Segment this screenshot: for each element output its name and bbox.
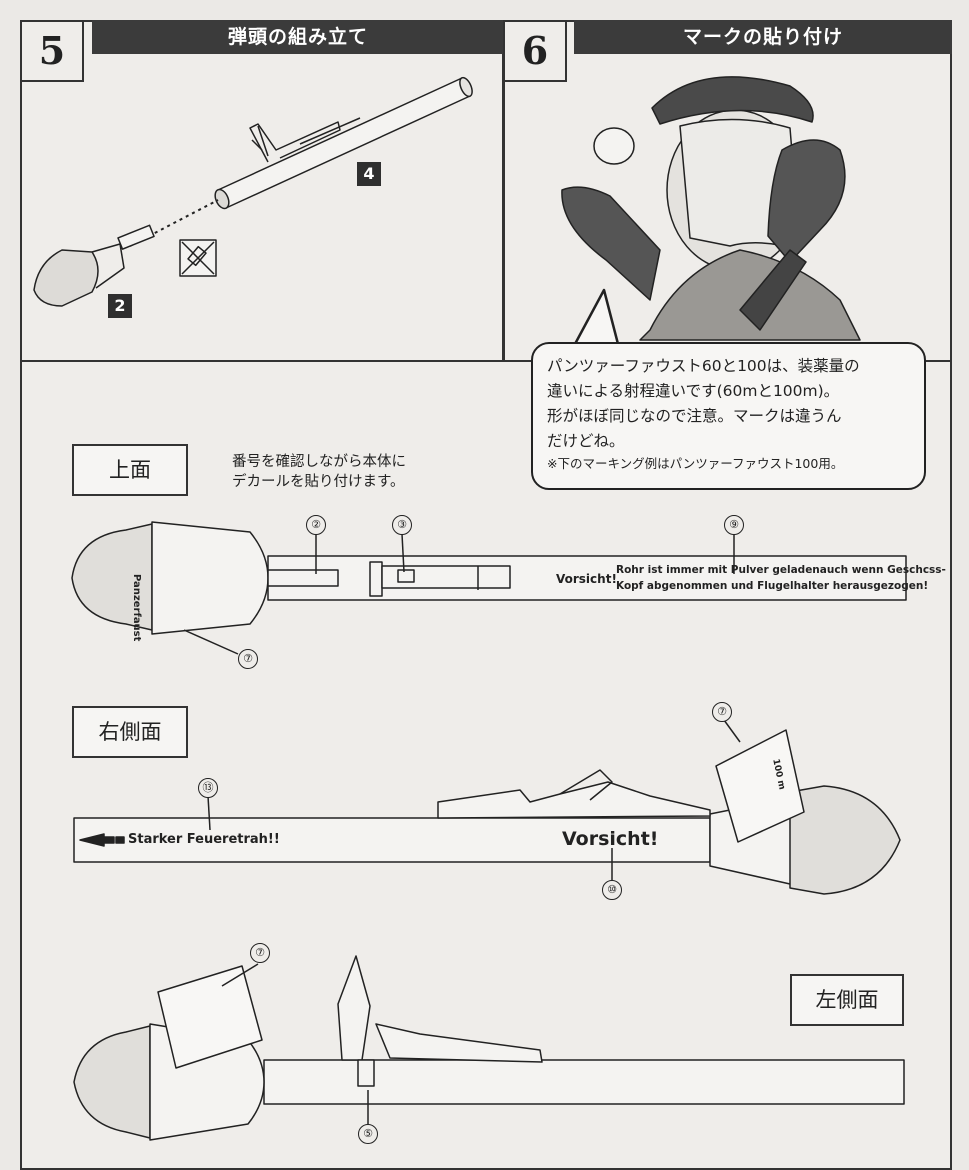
decal-marker-7-top: ⑦ <box>238 649 258 669</box>
step6-header: マークの貼り付け <box>574 20 952 54</box>
bubble-note: ※下のマーキング例はパンツァーファウスト100用。 <box>547 456 844 471</box>
step5-header: 弾頭の組み立て <box>92 20 504 54</box>
view-label-right: 右側面 <box>72 706 188 758</box>
top-view-drawing <box>71 521 907 655</box>
instruction-line-1: 番号を確認しながら本体に <box>232 454 406 470</box>
warning-line-2: Kopf abgenommen und Flugelhalter herausg… <box>616 580 929 592</box>
warning-line-1: Rohr ist immer mit Pulver geladenauch we… <box>616 564 946 576</box>
starker-text: Starker Feueretrah!! <box>128 832 280 847</box>
decal-marker-13: ⑬ <box>198 778 218 798</box>
panzerfaust-label: Panzerfaust <box>131 574 142 642</box>
step5-tube-drawing <box>214 76 473 210</box>
decal-marker-10: ⑩ <box>602 880 622 900</box>
step5-warhead-drawing <box>33 224 155 307</box>
bubble-line-2: 違いによる射程違いです(60mと100m)。 <box>547 382 840 400</box>
decal-marker-3: ③ <box>392 515 412 535</box>
step5-number: 5 <box>20 20 84 82</box>
view-label-left: 左側面 <box>790 974 904 1026</box>
bubble-line-4: だけどね。 <box>547 432 625 450</box>
vorsicht-small-text: Vorsicht! <box>556 572 617 586</box>
decal-marker-7-left: ⑦ <box>250 943 270 963</box>
speech-bubble: パンツァーファウスト60と100は、装薬量の 違いによる射程違いです(60mと1… <box>531 342 926 490</box>
bubble-line-3: 形がほぼ同じなので注意。マークは違うん <box>547 407 842 425</box>
decal-marker-9: ⑨ <box>724 515 744 535</box>
part-number-4: 4 <box>357 162 381 186</box>
instruction-line-2: デカールを貼り付けます。 <box>232 474 405 490</box>
right-view-drawing <box>73 719 901 895</box>
decal-marker-7-right: ⑦ <box>712 702 732 722</box>
decal-marker-5: ⑤ <box>358 1124 378 1144</box>
view-label-top: 上面 <box>72 444 188 496</box>
step6-number: 6 <box>503 20 567 82</box>
decal-marker-2: ② <box>306 515 326 535</box>
instruction-text: 番号を確認しながら本体に デカールを貼り付けます。 <box>232 452 406 492</box>
character-illustration <box>561 76 861 341</box>
vorsicht-big-text: Vorsicht! <box>562 828 659 850</box>
no-glue-icon <box>179 239 217 277</box>
bubble-line-1: パンツァーファウスト60と100は、装薬量の <box>547 357 860 375</box>
left-view-drawing <box>73 955 905 1141</box>
part-number-2: 2 <box>108 294 132 318</box>
